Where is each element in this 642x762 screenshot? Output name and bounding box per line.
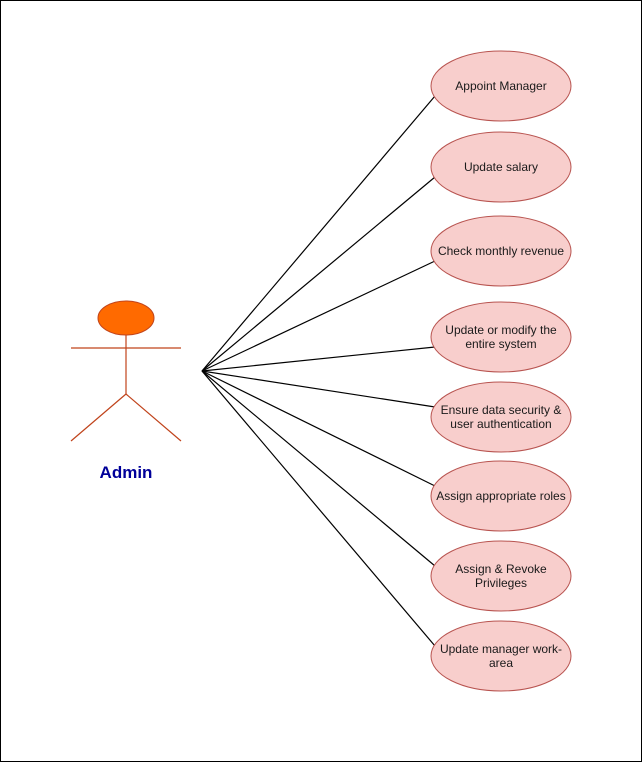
use-case-label: Assign appropriate roles — [436, 489, 565, 503]
use-case-ellipse — [430, 215, 572, 287]
use-case-ellipse — [430, 540, 572, 612]
use-case: Assign appropriate roles — [430, 460, 572, 532]
actor-label: Admin — [100, 463, 153, 482]
use-case: Check monthly revenue — [430, 215, 572, 287]
association-line — [201, 370, 436, 567]
association-line — [201, 370, 436, 647]
use-case: Appoint Manager — [430, 50, 572, 122]
use-case-ellipse — [430, 381, 572, 453]
association-line — [201, 346, 436, 372]
actor-left-leg — [70, 393, 127, 442]
use-case: Update salary — [430, 131, 572, 203]
use-case-label: Update salary — [464, 160, 538, 174]
use-case: Update manager work-area — [430, 620, 572, 692]
use-case-label: user authentication — [450, 417, 551, 431]
association-line — [201, 370, 436, 487]
use-case-label: Privileges — [475, 576, 527, 590]
association-lines — [201, 95, 436, 647]
use-case-ellipse — [430, 301, 572, 373]
use-case-ellipse — [430, 620, 572, 692]
actor-right-leg — [125, 393, 182, 442]
association-line — [201, 260, 436, 372]
use-case-label: area — [489, 656, 513, 670]
use-case-ellipse — [430, 50, 572, 122]
association-line — [201, 95, 436, 372]
use-case-label: Ensure data security & — [441, 403, 562, 417]
use-case-label: Check monthly revenue — [438, 244, 564, 258]
use-case-ellipse — [430, 460, 572, 532]
admin-actor: Admin — [70, 300, 182, 482]
use-case-label: Update manager work- — [440, 642, 562, 656]
association-line — [201, 370, 436, 408]
use-case-label: Assign & Revoke — [455, 562, 547, 576]
use-case-label: entire system — [465, 337, 536, 351]
use-case: Ensure data security &user authenticatio… — [430, 381, 572, 453]
actor-head — [97, 300, 155, 336]
use-case-label: Appoint Manager — [455, 79, 546, 93]
use-case-ellipse — [430, 131, 572, 203]
use-case-label: Update or modify the — [445, 323, 557, 337]
association-line — [201, 176, 436, 372]
